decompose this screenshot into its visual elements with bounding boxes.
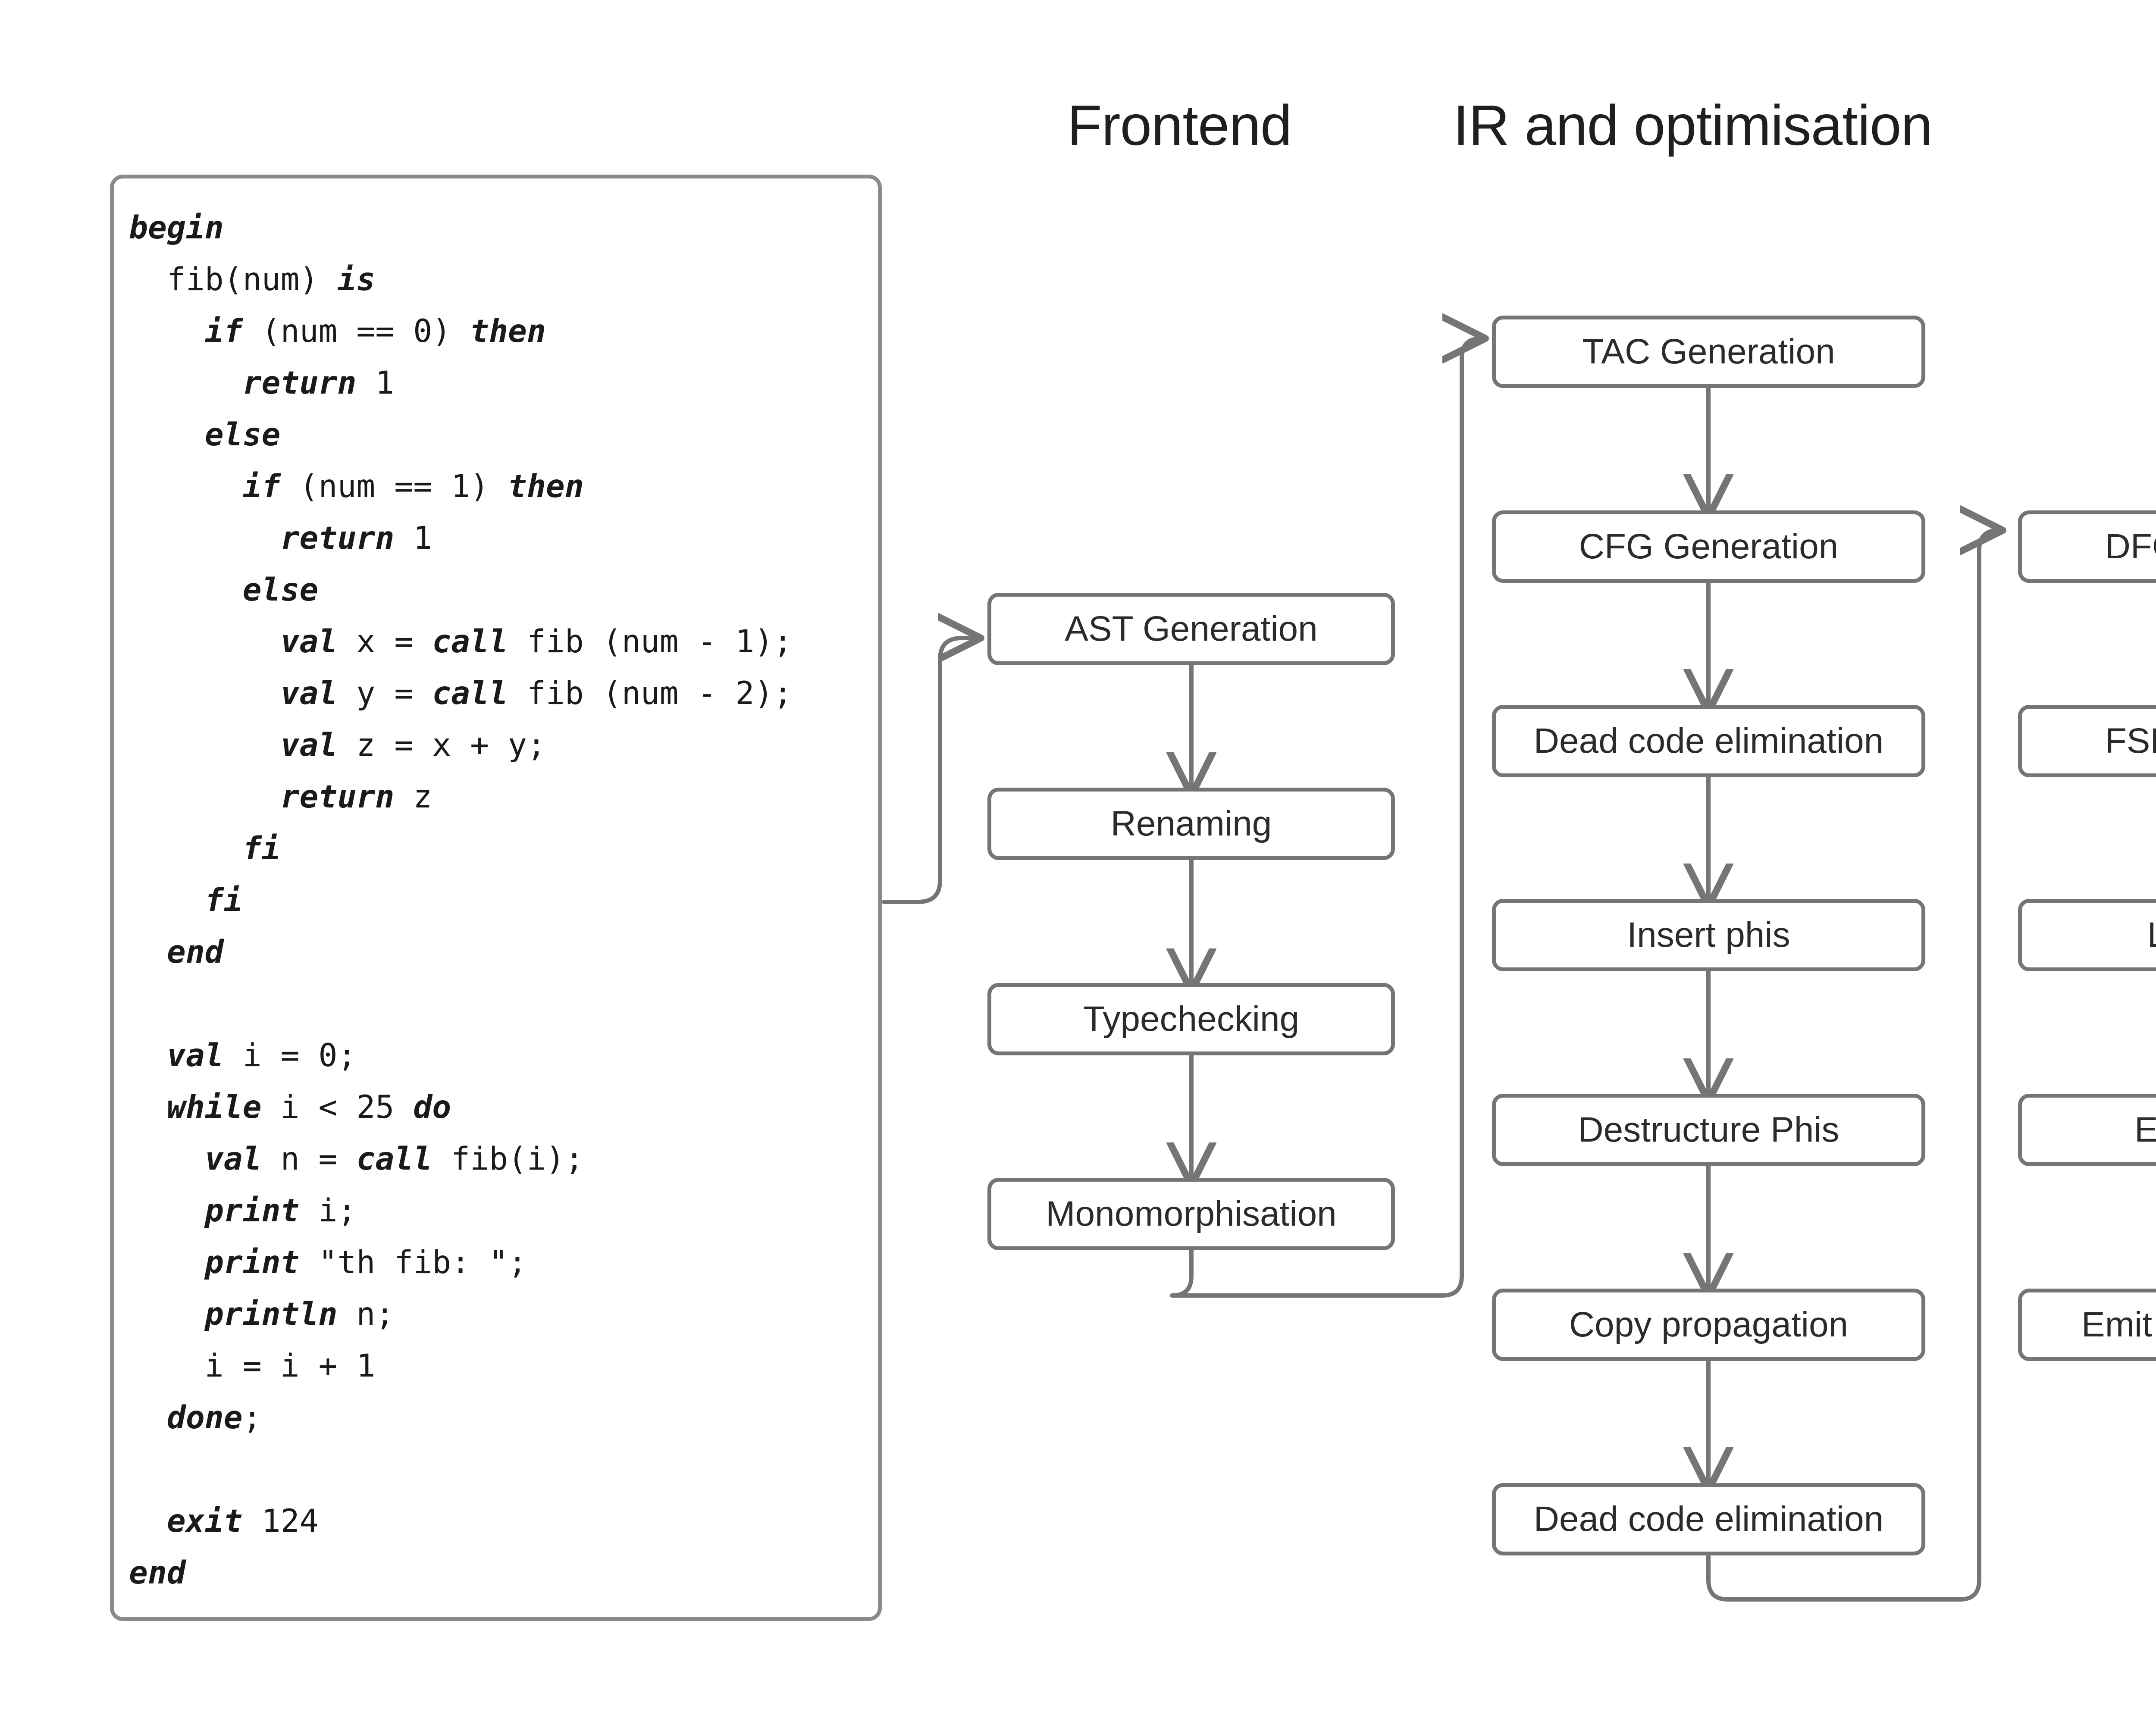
code-line: begin bbox=[129, 210, 224, 246]
code-line: val i = 0; bbox=[166, 1037, 357, 1074]
node-cfg-generation[interactable]: CFG Generation bbox=[1492, 510, 1925, 583]
code-line: if (num == 0) then bbox=[204, 313, 546, 350]
stage-header-frontend: Frontend bbox=[1067, 94, 1292, 157]
code-line bbox=[129, 1444, 792, 1496]
code-line: end bbox=[166, 934, 224, 970]
code-line: else bbox=[204, 416, 281, 453]
code-line: while i < 25 do bbox=[166, 1089, 451, 1126]
node-typechecking[interactable]: Typechecking bbox=[987, 983, 1395, 1055]
source-code-panel: begin fib(num) is if (num == 0) then ret… bbox=[110, 175, 882, 1621]
node-label: DFG Generation bbox=[2105, 527, 2156, 566]
code-line: print i; bbox=[204, 1192, 357, 1229]
stage-header-ir: IR and optimisation bbox=[1453, 94, 1933, 157]
code-line: if (num == 1) then bbox=[242, 468, 584, 505]
node-renaming[interactable]: Renaming bbox=[987, 788, 1395, 860]
node-label: Link blocks bbox=[2147, 915, 2156, 955]
node-label: Destructure Phis bbox=[1578, 1110, 1839, 1149]
code-line: val y = call fib (num - 2); bbox=[280, 675, 793, 712]
node-dead-code-elimination-1[interactable]: Dead code elimination bbox=[1492, 705, 1925, 777]
node-destructure-phis[interactable]: Destructure Phis bbox=[1492, 1094, 1925, 1166]
node-label: CFG Generation bbox=[1579, 527, 1839, 566]
node-label: Typechecking bbox=[1083, 999, 1300, 1039]
node-label: FSM Generation bbox=[2105, 721, 2156, 760]
node-expand-calls[interactable]: Expand calls bbox=[2018, 1094, 2156, 1166]
node-insert-phis[interactable]: Insert phis bbox=[1492, 899, 1925, 971]
code-line: fi bbox=[242, 830, 281, 867]
code-line: val n = call fib(i); bbox=[204, 1141, 584, 1177]
code-line: fib(num) is bbox=[129, 261, 376, 298]
node-label: Insert phis bbox=[1627, 915, 1790, 954]
code-line: else bbox=[242, 572, 319, 608]
code-line: val z = x + y; bbox=[280, 727, 546, 763]
node-link-blocks[interactable]: Link blocks bbox=[2018, 899, 2156, 971]
source-code-text: begin fib(num) is if (num == 0) then ret… bbox=[129, 202, 792, 1599]
node-ast-generation[interactable]: AST Generation bbox=[987, 593, 1395, 665]
code-line: i = i + 1 bbox=[129, 1348, 376, 1384]
node-dead-code-elimination-2[interactable]: Dead code elimination bbox=[1492, 1483, 1925, 1555]
code-line: exit 124 bbox=[166, 1503, 319, 1540]
node-copy-propagation[interactable]: Copy propagation bbox=[1492, 1289, 1925, 1361]
node-label: TAC Generation bbox=[1582, 332, 1835, 371]
code-line: fi bbox=[204, 882, 243, 919]
node-label: Dead code elimination bbox=[1533, 1499, 1884, 1539]
code-line: done; bbox=[166, 1399, 262, 1436]
node-fsm-generation[interactable]: FSM Generation bbox=[2018, 705, 2156, 777]
node-dfg-generation[interactable]: DFG Generation bbox=[2018, 510, 2156, 583]
node-label: Expand calls bbox=[2134, 1110, 2156, 1149]
code-line: return z bbox=[280, 779, 432, 815]
code-line: println n; bbox=[204, 1296, 395, 1333]
node-label: Monomorphisation bbox=[1046, 1194, 1337, 1233]
code-line: print "th fib: "; bbox=[204, 1244, 527, 1281]
node-label: Dead code elimination bbox=[1533, 721, 1884, 760]
node-tac-generation[interactable]: TAC Generation bbox=[1492, 316, 1925, 388]
code-line: val x = call fib (num - 1); bbox=[280, 623, 793, 660]
code-line: return 1 bbox=[280, 520, 432, 557]
code-line bbox=[129, 978, 792, 1030]
node-label: AST Generation bbox=[1065, 609, 1318, 648]
node-label: Copy propagation bbox=[1569, 1305, 1849, 1344]
node-label: Emit SystemVerilog bbox=[2081, 1305, 2156, 1344]
node-monomorphisation[interactable]: Monomorphisation bbox=[987, 1178, 1395, 1250]
code-line: end bbox=[129, 1555, 186, 1591]
node-emit-systemverilog[interactable]: Emit SystemVerilog bbox=[2018, 1289, 2156, 1361]
node-label: Renaming bbox=[1110, 804, 1272, 843]
code-line: return 1 bbox=[242, 365, 395, 401]
